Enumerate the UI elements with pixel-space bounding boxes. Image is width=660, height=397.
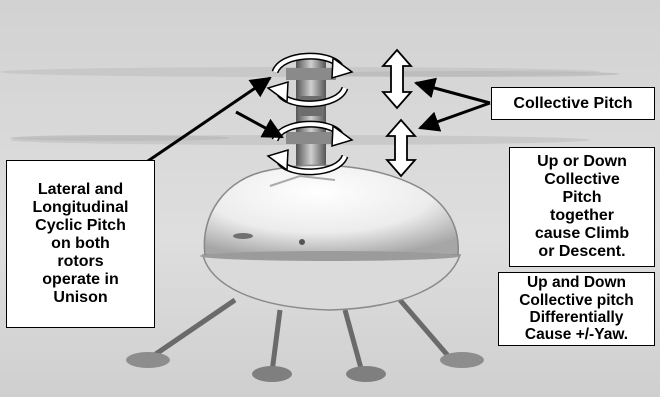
callout-line: together [550, 207, 614, 224]
collective-arrow-upper [381, 48, 413, 110]
fuselage [200, 164, 462, 311]
callout-line: Differentially [529, 309, 624, 326]
callout-line: Pitch [562, 189, 602, 207]
callout-line: Up and Down [526, 274, 627, 292]
callout-line: Collective pitch [519, 291, 634, 309]
callout-line: or Descent. [538, 242, 626, 260]
callout-line: Cyclic Pitch [35, 217, 126, 235]
callout-line: Longitudinal [32, 199, 129, 217]
callout-line: cause Climb [534, 224, 630, 242]
upper-rotor-tilt-arrows [266, 52, 354, 108]
callout-line: Lateral and [37, 181, 124, 199]
callout-line: Up or Down [537, 153, 627, 171]
callout-line: on both [51, 235, 110, 253]
callout-line: Unison [53, 288, 108, 306]
callout-line: Collective [544, 171, 620, 189]
callout-line: Cause +/-Yaw. [524, 326, 629, 344]
pointer-arrows [144, 76, 491, 165]
callout-line: rotors [57, 252, 104, 270]
landing-gear [126, 297, 484, 382]
collective-pitch-label: Collective Pitch [491, 87, 655, 120]
rotor-mast [286, 55, 336, 185]
callout-line: operate in [42, 270, 119, 288]
collective-arrow-lower [385, 118, 417, 178]
callout-line: Collective Pitch [513, 94, 633, 112]
